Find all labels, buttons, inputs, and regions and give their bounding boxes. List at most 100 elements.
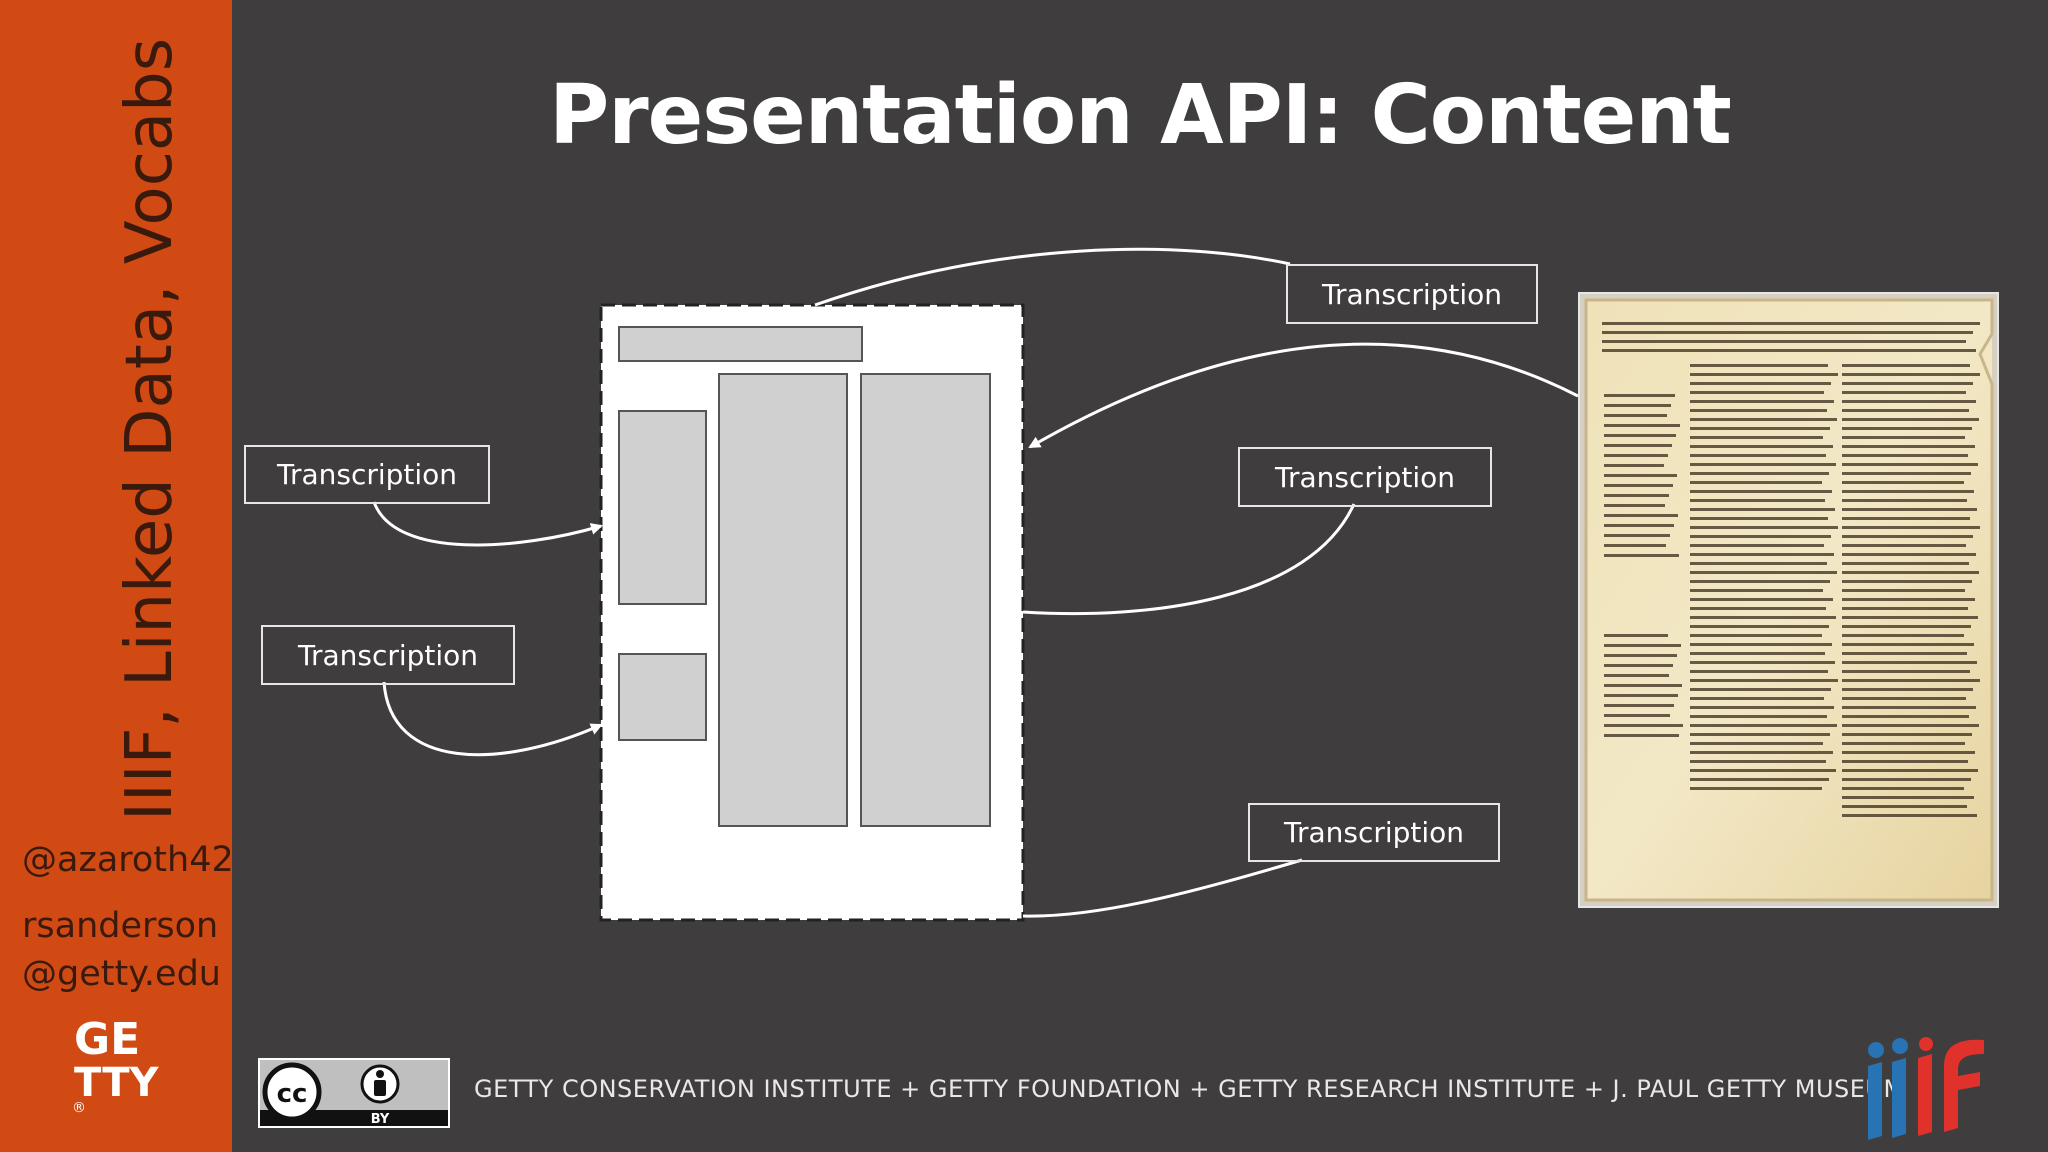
manuscript-line bbox=[1690, 517, 1828, 520]
manuscript-line bbox=[1842, 616, 1978, 619]
manuscript-line bbox=[1842, 769, 1978, 772]
email-line-2: @getty.edu bbox=[22, 954, 221, 994]
manuscript-line bbox=[1604, 534, 1670, 537]
manuscript-line bbox=[1842, 796, 1974, 799]
manuscript-line bbox=[1602, 349, 1976, 352]
manuscript-line bbox=[1842, 814, 1977, 817]
manuscript-line bbox=[1842, 580, 1972, 583]
sidebar: IIIF, Linked Data, Vocabs @azaroth42 rsa… bbox=[0, 0, 234, 1152]
manuscript-line bbox=[1690, 769, 1836, 772]
manuscript-line bbox=[1842, 760, 1968, 763]
manuscript-line bbox=[1604, 514, 1678, 517]
canvas-left-region-1 bbox=[618, 410, 707, 605]
manuscript-line bbox=[1690, 607, 1826, 610]
manuscript-line bbox=[1690, 589, 1823, 592]
manuscript-line bbox=[1690, 625, 1829, 628]
manuscript-line bbox=[1690, 508, 1835, 511]
manuscript-line bbox=[1604, 404, 1671, 407]
manuscript-line bbox=[1690, 652, 1825, 655]
manuscript-line bbox=[1842, 544, 1966, 547]
getty-logo-top: GE bbox=[74, 1014, 140, 1065]
attribution-icon bbox=[360, 1064, 400, 1104]
connector-image bbox=[1028, 342, 1579, 449]
manuscript-line bbox=[1842, 805, 1967, 808]
manuscript-line bbox=[1842, 499, 1967, 502]
manuscript-line bbox=[1604, 654, 1677, 657]
connector-left-2 bbox=[382, 681, 603, 757]
manuscript-line bbox=[1690, 418, 1837, 421]
manuscript-line bbox=[1690, 679, 1838, 682]
diagram bbox=[372, 247, 1579, 922]
transcription-box-top-right: Transcription bbox=[1286, 264, 1538, 324]
manuscript-line bbox=[1842, 688, 1973, 691]
manuscript-line bbox=[1604, 434, 1676, 437]
manuscript-line bbox=[1842, 553, 1976, 556]
manuscript-line bbox=[1690, 490, 1832, 493]
manuscript-line bbox=[1602, 340, 1966, 343]
manuscript-line bbox=[1690, 751, 1833, 754]
footer-institutions: GETTY CONSERVATION INSTITUTE + GETTY FOU… bbox=[474, 1075, 1905, 1103]
connector-right-bottom bbox=[1022, 858, 1303, 918]
manuscript-line bbox=[1604, 664, 1673, 667]
manuscript-line bbox=[1604, 454, 1668, 457]
manuscript-line bbox=[1604, 494, 1669, 497]
manuscript-line bbox=[1690, 661, 1835, 664]
manuscript-line bbox=[1842, 733, 1972, 736]
manuscript-line bbox=[1842, 634, 1964, 637]
manuscript-line bbox=[1602, 331, 1973, 334]
license-label: BY bbox=[371, 1112, 390, 1126]
manuscript-line bbox=[1604, 524, 1674, 527]
manuscript-line bbox=[1602, 322, 1980, 325]
manuscript-line bbox=[1842, 373, 1980, 376]
registered-mark: ® bbox=[72, 1100, 86, 1116]
manuscript-line bbox=[1690, 634, 1822, 637]
manuscript-line bbox=[1690, 742, 1823, 745]
manuscript-line bbox=[1690, 553, 1834, 556]
manuscript-line bbox=[1690, 445, 1833, 448]
manuscript-line bbox=[1690, 562, 1827, 565]
manuscript-image bbox=[1578, 292, 1999, 908]
manuscript-line bbox=[1604, 484, 1673, 487]
manuscript-line bbox=[1842, 382, 1973, 385]
manuscript-page bbox=[1584, 298, 1994, 902]
manuscript-line bbox=[1690, 670, 1828, 673]
manuscript-line bbox=[1842, 724, 1979, 727]
manuscript-line bbox=[1842, 535, 1973, 538]
vertical-title: IIIF, Linked Data, Vocabs bbox=[113, 37, 187, 821]
manuscript-line bbox=[1604, 684, 1682, 687]
cc-text: cc bbox=[277, 1079, 308, 1109]
email-line-1: rsanderson bbox=[22, 906, 219, 946]
manuscript-line bbox=[1690, 643, 1832, 646]
manuscript-line bbox=[1604, 444, 1672, 447]
transcription-box-right-bottom: Transcription bbox=[1248, 803, 1500, 862]
canvas-column-1 bbox=[718, 373, 848, 827]
manuscript-line bbox=[1842, 661, 1977, 664]
manuscript-line bbox=[1690, 697, 1824, 700]
manuscript-line bbox=[1842, 391, 1966, 394]
manuscript-line bbox=[1842, 364, 1970, 367]
manuscript-line bbox=[1604, 544, 1666, 547]
manuscript-line bbox=[1842, 742, 1965, 745]
manuscript-line bbox=[1604, 674, 1669, 677]
manuscript-line bbox=[1842, 778, 1971, 781]
manuscript-line bbox=[1842, 508, 1977, 511]
cc-by-badge: cc BY bbox=[258, 1058, 450, 1128]
manuscript-line bbox=[1604, 704, 1674, 707]
manuscript-line bbox=[1842, 598, 1975, 601]
manuscript-line bbox=[1690, 787, 1822, 790]
manuscript-line bbox=[1842, 715, 1969, 718]
manuscript-line bbox=[1842, 652, 1967, 655]
manuscript-line bbox=[1842, 481, 1964, 484]
manuscript-line bbox=[1690, 427, 1830, 430]
manuscript-line bbox=[1842, 490, 1974, 493]
manuscript-line bbox=[1690, 616, 1836, 619]
manuscript-line bbox=[1842, 643, 1974, 646]
canvas-left-region-2 bbox=[618, 653, 707, 741]
manuscript-line bbox=[1842, 472, 1971, 475]
manuscript-line bbox=[1604, 464, 1664, 467]
manuscript-line bbox=[1842, 670, 1970, 673]
manuscript-line bbox=[1842, 751, 1975, 754]
transcription-box-left-1: Transcription bbox=[244, 445, 490, 504]
transcription-box-left-2: Transcription bbox=[261, 625, 515, 685]
manuscript-line bbox=[1604, 424, 1680, 427]
